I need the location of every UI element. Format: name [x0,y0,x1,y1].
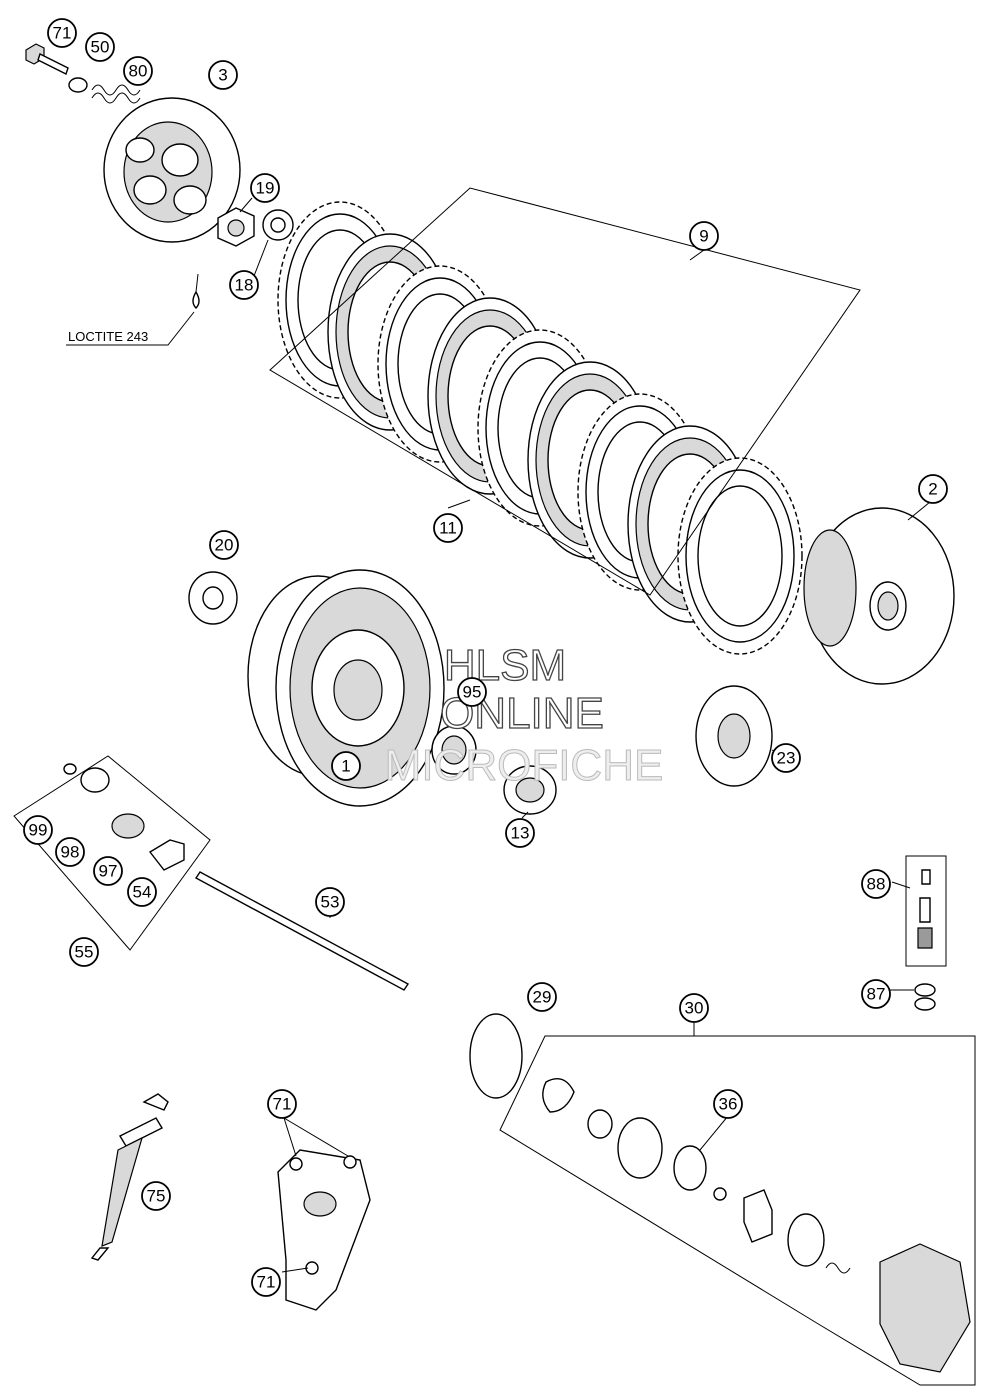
callout-53[interactable]: 53 [315,887,345,917]
watermark-line1: HLSM [444,641,566,690]
o-ring-29 [469,1013,523,1099]
loctite-drop-icon [192,290,200,309]
clutch-slave-cover [277,1149,371,1311]
callout-9[interactable]: 9 [689,221,719,251]
svg-text:20: 20 [215,536,234,555]
primary-gear-23 [695,685,773,787]
callout-23[interactable]: 23 [771,743,801,773]
callout-98[interactable]: 98 [55,837,85,867]
thrust-washer-20 [188,571,238,625]
svg-text:71: 71 [257,1273,276,1292]
callout-13[interactable]: 13 [505,818,535,848]
spring-80 [91,84,141,104]
svg-text:87: 87 [867,985,886,1004]
clutch-plate-bore [697,485,783,627]
callout-95[interactable]: 95 [457,677,487,707]
callout-11[interactable]: 11 [433,513,463,543]
bolt-71 [25,43,69,75]
inner-hub-2 [803,507,955,685]
callout-50[interactable]: 50 [85,32,115,62]
callout-71-cover-top[interactable]: 71 [267,1089,297,1119]
outer-clutch-basket-1 [247,569,445,807]
svg-text:30: 30 [685,999,704,1018]
svg-text:71: 71 [273,1095,292,1114]
callout-87[interactable]: 87 [861,979,891,1009]
bushing-13 [503,765,557,815]
grease-syringe-75 [90,1093,169,1261]
svg-text:18: 18 [235,276,254,295]
callout-29[interactable]: 29 [527,982,557,1012]
svg-text:53: 53 [321,893,340,912]
washer-50 [68,77,88,93]
slave-cylinder-parts [542,1078,971,1373]
lock-washer-18 [262,209,294,241]
svg-text:19: 19 [256,179,275,198]
loctite-note: LOCTITE 243 [68,329,148,344]
nut-19 [217,207,255,247]
callout-1[interactable]: 1 [331,751,361,781]
bleeder-screw-88 [917,869,933,949]
svg-text:80: 80 [129,62,148,81]
svg-text:36: 36 [719,1095,738,1114]
svg-text:98: 98 [61,843,80,862]
callout-55[interactable]: 55 [69,937,99,967]
needle-bearing-95 [431,725,477,775]
svg-text:3: 3 [218,66,227,85]
callout-80[interactable]: 80 [123,56,153,86]
pushrod-group-frame [13,755,211,951]
svg-text:13: 13 [511,824,530,843]
callout-18[interactable]: 18 [229,270,259,300]
svg-text:2: 2 [928,480,937,499]
svg-text:54: 54 [133,883,152,902]
callout-54[interactable]: 54 [127,877,157,907]
clutch-plate-stack [277,201,803,655]
svg-text:23: 23 [777,749,796,768]
svg-text:29: 29 [533,988,552,1007]
svg-text:99: 99 [29,821,48,840]
callout-2[interactable]: 2 [918,474,948,504]
svg-text:75: 75 [147,1187,166,1206]
svg-text:1: 1 [341,757,350,776]
callout-36[interactable]: 36 [713,1089,743,1119]
callout-30[interactable]: 30 [679,993,709,1023]
sealing-rings-87 [914,983,936,1011]
svg-text:55: 55 [75,943,94,962]
svg-text:11: 11 [439,519,457,538]
callout-97[interactable]: 97 [93,856,123,886]
callout-19[interactable]: 19 [250,173,280,203]
callout-71[interactable]: 71 [47,18,77,48]
pressure-plate-3 [103,97,241,243]
svg-text:88: 88 [867,875,886,894]
callout-3[interactable]: 3 [208,60,238,90]
callout-99[interactable]: 99 [23,815,53,845]
watermark-line3: MICROFICHE [385,741,664,790]
callout-20[interactable]: 20 [209,530,239,560]
svg-text:95: 95 [463,683,482,702]
callout-71-cover-bottom[interactable]: 71 [251,1267,281,1297]
callout-75[interactable]: 75 [141,1181,171,1211]
pushrod-parts [63,763,185,871]
slave-cylinder-frame [499,1035,976,1386]
svg-text:71: 71 [53,24,72,43]
callout-88[interactable]: 88 [861,869,891,899]
svg-text:50: 50 [91,38,110,57]
svg-text:97: 97 [99,862,118,881]
bleeder-kit-frame [905,855,947,967]
pushrod-53 [194,871,410,991]
svg-text:9: 9 [699,227,708,246]
